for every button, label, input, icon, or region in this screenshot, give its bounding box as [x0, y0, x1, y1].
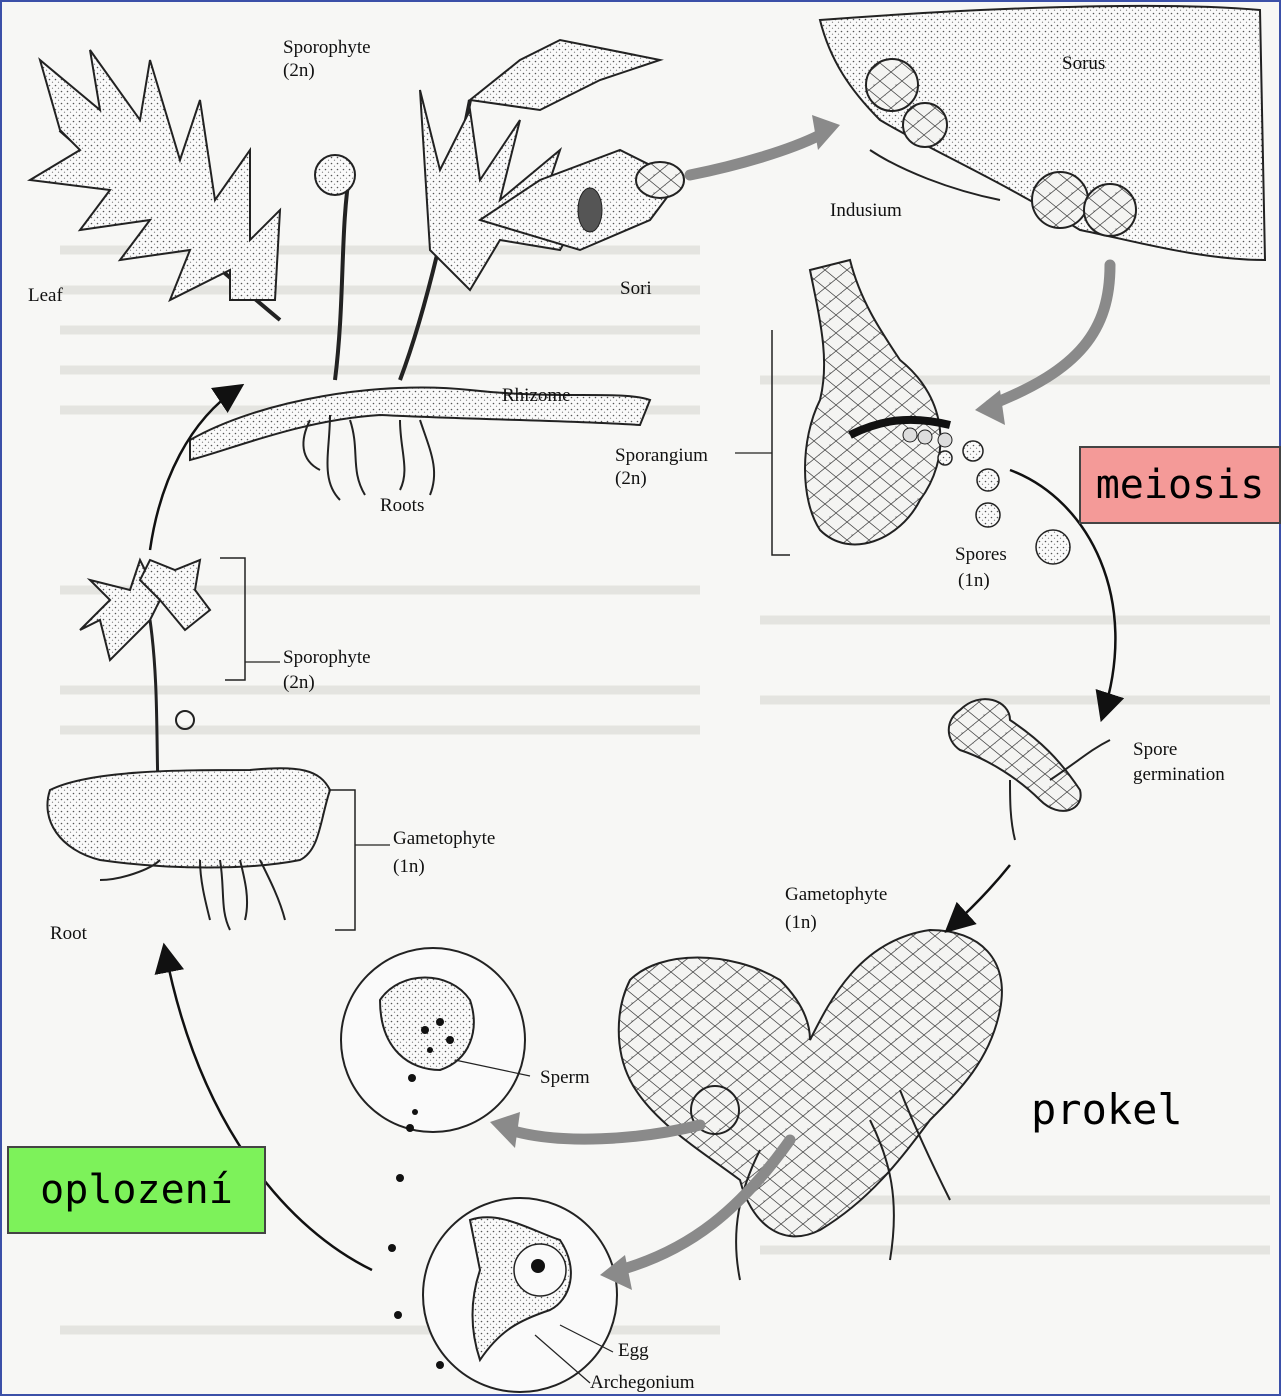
archegonium-inset [423, 1198, 617, 1392]
rhizome [190, 387, 650, 500]
label-sporophyte-young: Sporophyte [283, 647, 371, 669]
prokel-annotation: prokel [1031, 1085, 1183, 1134]
label-sporophyte-top-ploidy: (2n) [283, 60, 315, 82]
meiosis-annotation: meiosis [1079, 446, 1281, 524]
label-indusium: Indusium [830, 200, 902, 222]
label-rhizome: Rhizome [502, 385, 571, 407]
gametophyte-left [47, 768, 390, 930]
label-sporangium-ploidy: (2n) [615, 468, 647, 490]
label-leaf: Leaf [28, 285, 63, 307]
spore-germination [949, 699, 1110, 840]
label-spore-germination-line2: germination [1133, 764, 1225, 786]
label-root: Root [50, 923, 87, 945]
label-gametophyte-left: Gametophyte [393, 828, 495, 850]
label-spore-germination-line1: Spore [1133, 739, 1177, 761]
gametophyte-prothallus [619, 930, 1002, 1280]
leaf-frond [30, 50, 280, 320]
sporangium [735, 260, 952, 555]
label-sporophyte-young-ploidy: (2n) [283, 672, 315, 694]
label-gametophyte-right: Gametophyte [785, 884, 887, 906]
label-spores-ploidy: (1n) [958, 570, 990, 592]
label-gametophyte-right-ploidy: (1n) [785, 912, 817, 934]
label-sori: Sori [620, 278, 652, 300]
label-roots: Roots [380, 495, 424, 517]
oplozeni-annotation: oplození [7, 1146, 266, 1234]
label-archegonium: Archegonium [590, 1372, 694, 1394]
label-sporophyte-top: Sporophyte [283, 37, 371, 59]
label-sorus: Sorus [1062, 53, 1105, 75]
label-egg: Egg [618, 1340, 649, 1362]
label-sperm: Sperm [540, 1067, 590, 1089]
label-gametophyte-left-ploidy: (1n) [393, 856, 425, 878]
label-sporangium: Sporangium [615, 445, 708, 467]
label-spores: Spores [955, 544, 1007, 566]
